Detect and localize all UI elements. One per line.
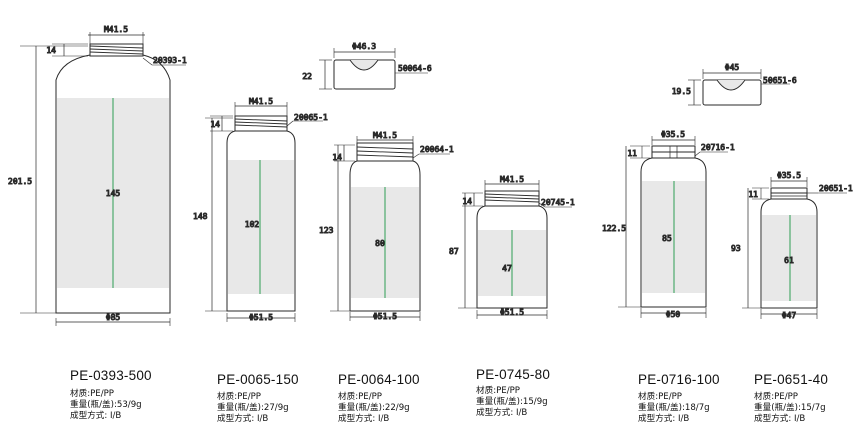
product-specs: 材质:PE/PP 重量(瓶/盖):15/9g 成型方式: I/B: [476, 386, 548, 419]
height-dim: 123: [319, 226, 334, 235]
product-code: PE-0716-100: [638, 372, 720, 387]
spec-forming: 成型方式: I/B: [754, 414, 806, 424]
bottle-technical-drawing: M41.5 14 20393-1 201.5 145 Φ85 M41.5 14 …: [8, 25, 854, 326]
spec-weight: 重量(瓶/盖):15/7g: [754, 403, 826, 413]
spec-forming: 成型方式: I/B: [338, 414, 390, 424]
base-dim: Φ51.5: [373, 312, 397, 321]
spec-material: 材质:PE/PP: [754, 392, 798, 402]
cap-dome: [349, 59, 379, 71]
spec-weight: 重量(瓶/盖):15/9g: [476, 397, 548, 407]
base-dim: Φ85: [106, 313, 121, 322]
neck-dim: 14: [46, 46, 56, 55]
finish-code: 20065-1: [294, 113, 328, 122]
height-dim: 93: [731, 244, 741, 253]
mouth-dim: M41.5: [500, 175, 524, 184]
cap-50651-6: Φ45 19.5 50651-6: [671, 63, 797, 106]
finish-code: 20393-1: [153, 56, 187, 65]
spec-weight: 重量(瓶/盖):22/9g: [338, 403, 410, 413]
cap-height-dim: 19.5: [672, 87, 691, 96]
product-specs: 材质:PE/PP 重量(瓶/盖):18/7g 成型方式: I/B: [638, 392, 710, 425]
product-code: PE-0651-40: [754, 372, 829, 387]
product-specs: 材质:PE/PP 重量(瓶/盖):27/9g 成型方式: I/B: [217, 392, 289, 425]
product-code: PE-0745-80: [476, 367, 551, 382]
label-dim: 85: [662, 234, 672, 243]
neck-dim: 14: [332, 153, 342, 162]
spec-forming: 成型方式: I/B: [638, 414, 690, 424]
cap-code: 50064-6: [398, 64, 432, 73]
product-specs: 材质:PE/PP 重量(瓶/盖):15/7g 成型方式: I/B: [754, 392, 826, 425]
height-dim: 87: [449, 247, 459, 256]
spec-material: 材质:PE/PP: [476, 386, 520, 396]
finish-code: 20716-1: [701, 143, 735, 152]
base-dim: Φ51.5: [249, 313, 273, 322]
cap-height-dim: 22: [302, 72, 312, 81]
bottle-pe-0065-150: M41.5 14 20065-1 148 102 Φ51.5: [193, 97, 329, 323]
thread-lines: [484, 190, 540, 203]
label-band: [228, 160, 294, 294]
cap-diameter-dim: Φ46.3: [352, 42, 376, 51]
cap-code: 50651-6: [763, 76, 797, 85]
bottle-pe-0393-500: M41.5 14 20393-1 201.5 145 Φ85: [8, 25, 187, 326]
spec-forming: 成型方式: I/B: [476, 408, 528, 418]
bottle-body: [760, 187, 818, 309]
spec-forming: 成型方式: I/B: [70, 411, 122, 421]
bottle-pe-0064-100: M41.5 14 20064-1 123 80 Φ51.5: [319, 131, 455, 322]
cap-50064-6: Φ46.3 22 50064-6: [302, 42, 432, 90]
spec-material: 材质:PE/PP: [338, 392, 382, 402]
spec-weight: 重量(瓶/盖):18/7g: [638, 403, 710, 413]
mouth-dim: M41.5: [373, 131, 397, 140]
base-dim: Φ50: [666, 310, 681, 319]
finish-code: 20745-1: [541, 198, 575, 207]
spec-material: 材质:PE/PP: [217, 392, 261, 402]
spec-forming: 成型方式: I/B: [217, 414, 269, 424]
neck-dim: 11: [627, 149, 637, 158]
neck-dim: 11: [748, 190, 758, 199]
thread-lines: [356, 142, 414, 158]
product-code: PE-0393-500: [70, 368, 152, 383]
product-code: PE-0064-100: [338, 372, 420, 387]
spec-material: 材质:PE/PP: [638, 392, 682, 402]
height-dim: 201.5: [8, 177, 32, 186]
label-band: [762, 215, 816, 301]
height-dim: 122.5: [602, 224, 626, 233]
height-dim: 148: [193, 212, 208, 221]
bottle-pe-0716-100: Φ35.5 11 20716-1 122.5 85 Φ50: [602, 130, 736, 320]
thread-finish: [770, 187, 808, 200]
spec-weight: 重量(瓶/盖):27/9g: [217, 403, 289, 413]
bottle-body: [640, 145, 707, 308]
mouth-dim: Φ35.5: [661, 130, 685, 139]
product-code: PE-0065-150: [217, 372, 299, 387]
product-specs: 材质:PE/PP 重量(瓶/盖):53/9g 成型方式: I/B: [70, 389, 142, 422]
bottle-body: [349, 144, 421, 312]
label-dim: 47: [502, 264, 512, 273]
thread-lines: [89, 43, 144, 55]
cap-diameter-dim: Φ45: [725, 63, 740, 72]
thread-lines: [234, 115, 288, 128]
label-dim: 61: [784, 256, 794, 265]
neck-dim: 14: [462, 197, 472, 206]
base-dim: Φ47: [782, 311, 797, 320]
mouth-dim: M41.5: [104, 25, 128, 34]
spec-material: 材质:PE/PP: [70, 389, 114, 399]
product-specs: 材质:PE/PP 重量(瓶/盖):22/9g 成型方式: I/B: [338, 392, 410, 425]
bottle-pe-0651-40: Φ35.5 11 20651-1 93 61 Φ47: [731, 171, 854, 321]
bottle-body: [226, 117, 296, 312]
finish-code: 20064-1: [420, 145, 454, 154]
mouth-dim: M41.5: [249, 97, 273, 106]
neck-dim: 14: [210, 120, 220, 129]
mouth-dim: Φ35.5: [777, 171, 801, 180]
base-dim: Φ51.5: [500, 308, 524, 317]
cap-dome: [716, 79, 746, 91]
finish-code: 20651-1: [819, 184, 853, 193]
label-dim: 145: [106, 189, 121, 198]
bottle-body: [476, 192, 548, 309]
label-dim: 102: [245, 220, 260, 229]
spec-weight: 重量(瓶/盖):53/9g: [70, 400, 142, 410]
bottle-pe-0745-80: M41.5 14 20745-1 87 47 Φ51.5: [449, 175, 575, 319]
label-dim: 80: [375, 239, 385, 248]
bottle-body: [55, 45, 171, 314]
